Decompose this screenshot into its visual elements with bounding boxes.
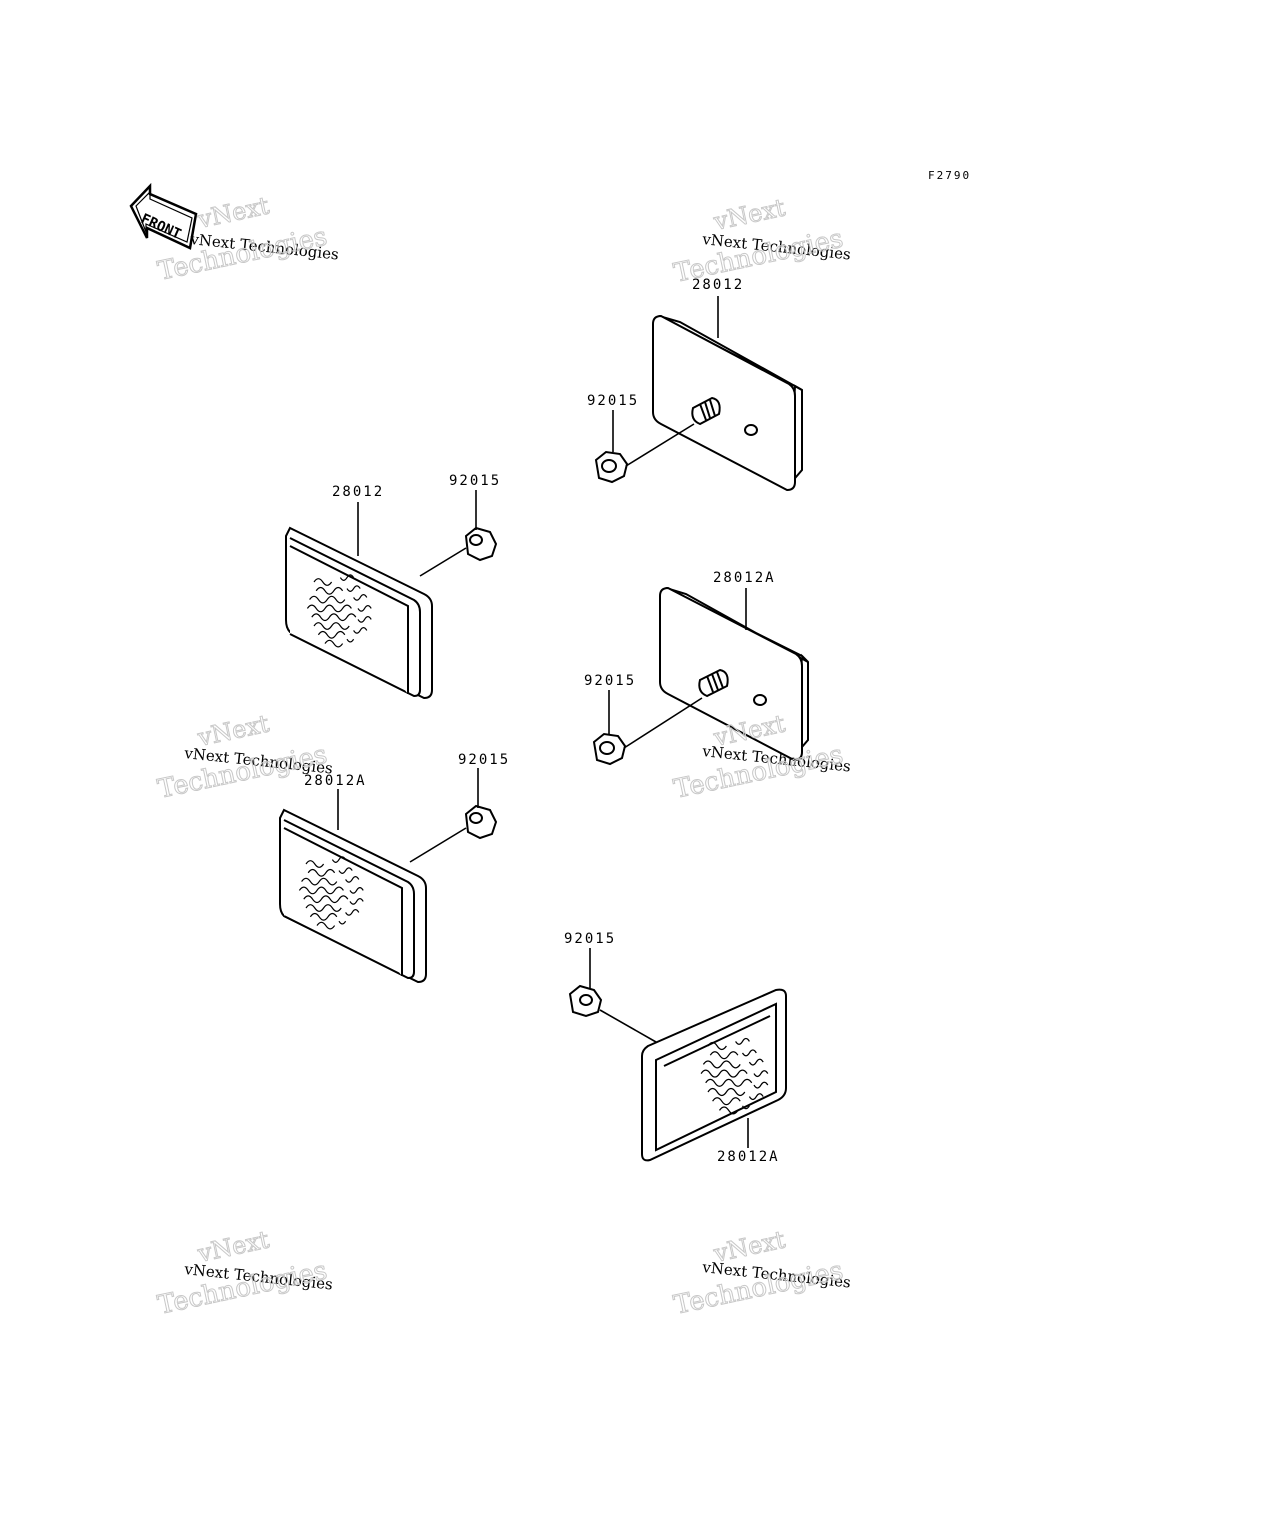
flange-nut-left-upper [464,526,498,562]
part-label-28012A-middle-right: 28012A [713,570,776,586]
part-label-92015-left-lower: 92015 [458,752,510,768]
part-label-28012A-left-lower: 28012A [304,773,367,789]
leader-line [599,1009,657,1043]
reflector-left-lower [279,808,427,984]
svg-text:vNext: vNext [194,191,272,234]
svg-text:Technologies: Technologies [671,224,846,289]
flange-nut-bottom [568,984,603,1018]
watermark: vNext vNext Technologies Technologies [671,709,852,805]
reflector-upper-right [652,314,803,492]
part-label-92015-middle-right: 92015 [584,673,636,689]
leader-line [625,423,695,467]
flange-nut-middle-right [592,732,627,766]
reflector-middle-right [659,586,809,762]
figure-code: F2790 [928,169,971,182]
part-label-92015-upper-right: 92015 [587,393,639,409]
leader-line [409,827,467,863]
part-label-28012A-bottom: 28012A [717,1149,780,1165]
part-label-28012-upper-right: 28012 [692,277,744,293]
flange-nut-upper-right [594,450,629,484]
watermark: vNext vNext Technologies Technologies [155,1225,334,1321]
watermark: vNext vNext Technologies Technologies [155,709,334,805]
part-label-28012-left-upper: 28012 [332,484,384,500]
reflector-left-upper [285,526,433,700]
watermark: vNext vNext Technologies Technologies [671,193,852,289]
flange-nut-left-lower [464,804,498,840]
reflector-bottom [641,988,787,1162]
part-label-92015-left-upper: 92015 [449,473,501,489]
svg-text:vNext: vNext [710,193,788,236]
watermark: vNext vNext Technologies Technologies [671,1225,852,1321]
leader-line [623,697,703,749]
part-label-92015-bottom: 92015 [564,931,616,947]
leader-line [419,547,467,577]
front-arrow-icon: FRONT [129,182,198,250]
